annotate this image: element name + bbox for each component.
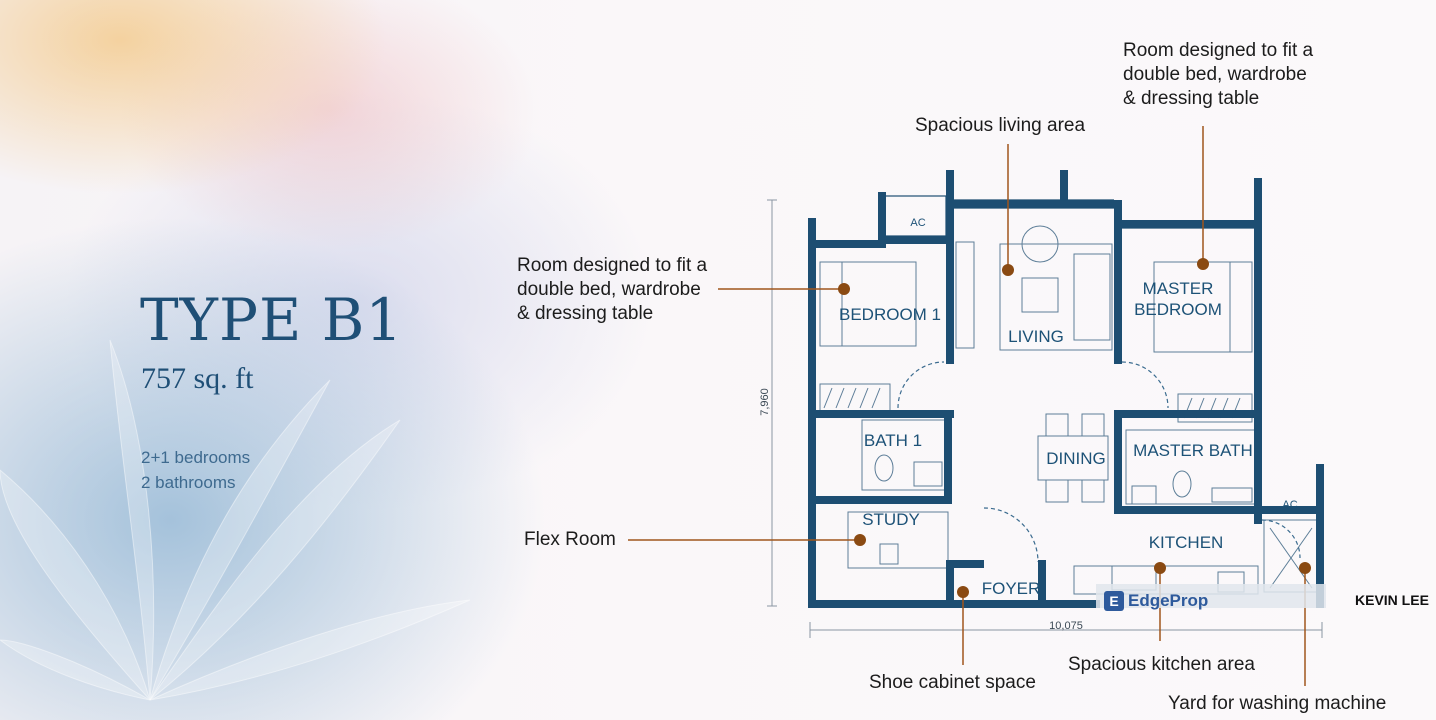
bedroom-count: 2+1 bedrooms: [141, 448, 251, 467]
windows: [883, 195, 1254, 237]
callout-bedroom1-line2: double bed, wardrobe: [517, 279, 701, 300]
watermark-strip: [1096, 584, 1326, 608]
callout-kitchen: Spacious kitchen area: [1068, 654, 1255, 675]
callout-master-bedroom: Room designed to fit a double bed, wardr…: [1123, 39, 1313, 111]
dining-label: DINING: [1046, 449, 1106, 468]
depth-dimension: 7,960: [759, 388, 771, 416]
master-bedroom-label-line1: MASTER: [1143, 279, 1214, 298]
dimension-lines: [767, 199, 1323, 638]
kitchen-label: KITCHEN: [1149, 533, 1224, 552]
bath1-label: BATH 1: [864, 431, 922, 450]
callout-bedroom1: Room designed to fit a double bed, wardr…: [517, 254, 707, 326]
edgeprop-logo-text: EdgeProp: [1128, 591, 1209, 610]
callout-study: Flex Room: [524, 529, 616, 550]
callout-dots: [838, 258, 1311, 598]
study-label: STUDY: [862, 510, 920, 529]
callout-lines: [628, 126, 1306, 686]
unit-area: 757 sq. ft: [141, 362, 254, 395]
bathroom-count: 2 bathrooms: [141, 473, 236, 492]
callout-master-bedroom-line1: Room designed to fit a: [1123, 40, 1314, 61]
callout-yard: Yard for washing machine: [1168, 693, 1387, 714]
bedroom1-label: BEDROOM 1: [839, 305, 941, 324]
ac-left-label: AC: [910, 217, 925, 229]
door-swings: [897, 361, 1301, 563]
callout-foyer: Shoe cabinet space: [869, 672, 1036, 693]
callout-master-bedroom-line3: & dressing table: [1123, 88, 1260, 109]
callout-living: Spacious living area: [915, 115, 1086, 136]
unit-type-title: TYPE B1: [140, 286, 404, 354]
callout-bedroom1-line3: & dressing table: [517, 303, 654, 324]
edgeprop-logo: E EdgeProp: [1104, 589, 1208, 613]
callout-bedroom1-line1: Room designed to fit a: [517, 255, 708, 276]
master-bedroom-label-line2: BEDROOM: [1134, 300, 1222, 319]
ac-right-label: AC: [1282, 499, 1297, 511]
walls: [808, 170, 1324, 608]
edgeprop-logo-icon: E: [1104, 591, 1124, 611]
foyer-label: FOYER: [982, 579, 1041, 598]
width-dimension: 10,075: [1049, 620, 1083, 632]
master-bath-label: MASTER BATH: [1133, 441, 1253, 460]
living-label: LIVING: [1008, 327, 1064, 346]
agent-name: KEVIN LEE: [1355, 592, 1429, 608]
callout-master-bedroom-line2: double bed, wardrobe: [1123, 64, 1307, 85]
